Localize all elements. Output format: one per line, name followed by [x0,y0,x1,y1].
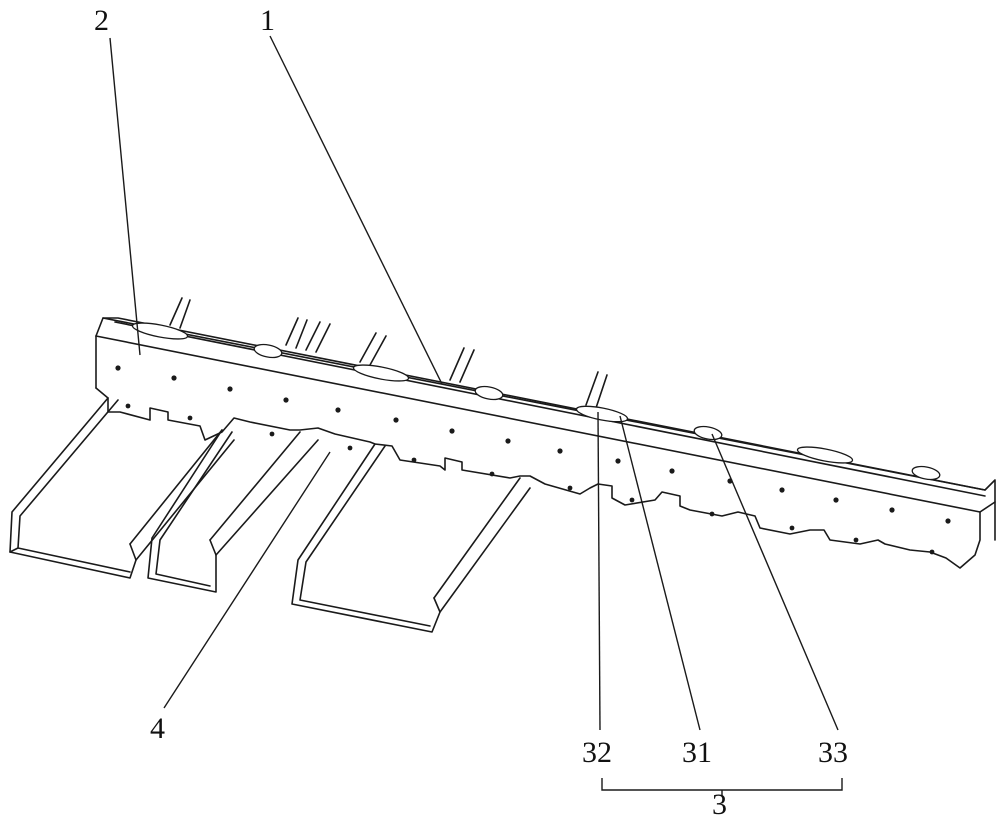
rods [170,298,607,408]
label-31: 31 [682,736,712,769]
leader-32 [598,412,600,730]
label-4: 4 [150,712,165,745]
leader-1 [270,36,442,384]
leader-2 [110,38,140,355]
leader-lines [110,36,842,796]
label-33: 33 [818,736,848,769]
part-labels: 2 1 4 32 31 33 3 [94,4,848,820]
leader-4 [164,452,330,708]
leader-33 [712,434,838,730]
beam-top [96,318,995,540]
label-2: 2 [94,4,109,37]
leader-31 [620,416,700,730]
front-plate [96,336,980,568]
label-32: 32 [582,736,612,769]
label-1: 1 [260,4,275,37]
label-3: 3 [712,788,727,820]
